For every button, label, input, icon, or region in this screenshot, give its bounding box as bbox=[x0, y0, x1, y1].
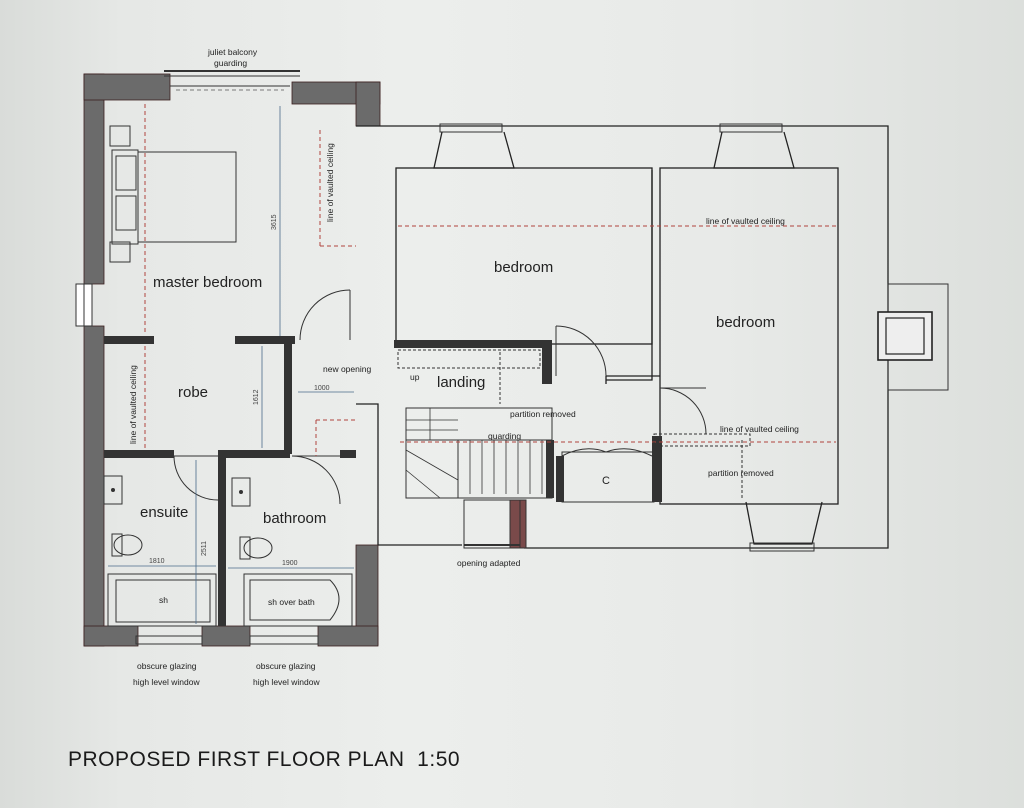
dimension-bathroom-width: 1900 bbox=[282, 560, 298, 567]
annotation-high-level-window-2: high level window bbox=[253, 677, 320, 687]
dimension-lines bbox=[108, 106, 354, 624]
dimension-master-height: 3615 bbox=[271, 214, 278, 230]
dimension-opening-width: 1000 bbox=[314, 385, 330, 392]
annotation-obscure-glazing-1: obscure glazing bbox=[137, 661, 197, 671]
annotation-partition-removed-1: partition removed bbox=[510, 409, 576, 419]
annotation-partition-removed-2: partition removed bbox=[708, 468, 774, 478]
room-label-robe: robe bbox=[178, 384, 208, 401]
annotation-obscure-glazing-2: obscure glazing bbox=[256, 661, 316, 671]
dimension-ensuite-width: 1810 bbox=[149, 558, 165, 565]
master-bed bbox=[109, 125, 237, 263]
bottom-windows bbox=[135, 635, 319, 645]
room-label-bathroom: bathroom bbox=[263, 510, 326, 527]
plan-title: PROPOSED FIRST FLOOR PLAN 1:50 bbox=[68, 748, 461, 771]
juliet-balcony bbox=[164, 70, 300, 91]
annotation-high-level-window-1: high level window bbox=[133, 677, 200, 687]
sanitary-fittings bbox=[103, 475, 353, 627]
staircase bbox=[405, 407, 554, 499]
annotation-shower-over-bath: sh over bath bbox=[268, 597, 315, 607]
cupboard bbox=[556, 448, 655, 503]
landing-walls bbox=[394, 340, 552, 549]
annotation-vaulted-robe: line of vaulted ceiling bbox=[128, 365, 138, 444]
dimension-ensuite-height: 2511 bbox=[201, 541, 208, 556]
annotation-vaulted-bedroom-bottom: line of vaulted ceiling bbox=[720, 424, 799, 434]
annotation-vaulted-master: line of vaulted ceiling bbox=[325, 143, 335, 222]
annotation-shower: sh bbox=[159, 595, 168, 605]
room-label-bedroom-1: bedroom bbox=[494, 259, 553, 276]
annotation-guarding: guarding bbox=[488, 431, 521, 441]
annotation-up: up bbox=[410, 372, 420, 382]
door-swings bbox=[173, 289, 707, 505]
main-house-outline bbox=[356, 123, 949, 552]
annotation-vaulted-bedroom-top: line of vaulted ceiling bbox=[706, 216, 785, 226]
room-label-bedroom-2: bedroom bbox=[716, 314, 775, 331]
dimension-robe-height: 1612 bbox=[253, 389, 260, 405]
room-label-cupboard: C bbox=[602, 475, 610, 487]
annotation-juliet-balcony: juliet balcony bbox=[207, 47, 258, 57]
annotation-opening-adapted: opening adapted bbox=[457, 558, 521, 568]
room-label-ensuite: ensuite bbox=[140, 504, 188, 521]
room-label-landing: landing bbox=[437, 374, 485, 391]
room-label-master-bedroom: master bedroom bbox=[153, 274, 262, 291]
annotation-new-opening: new opening bbox=[323, 364, 371, 374]
dashed-lines bbox=[144, 104, 836, 500]
annotation-guarding-top: guarding bbox=[214, 58, 247, 68]
